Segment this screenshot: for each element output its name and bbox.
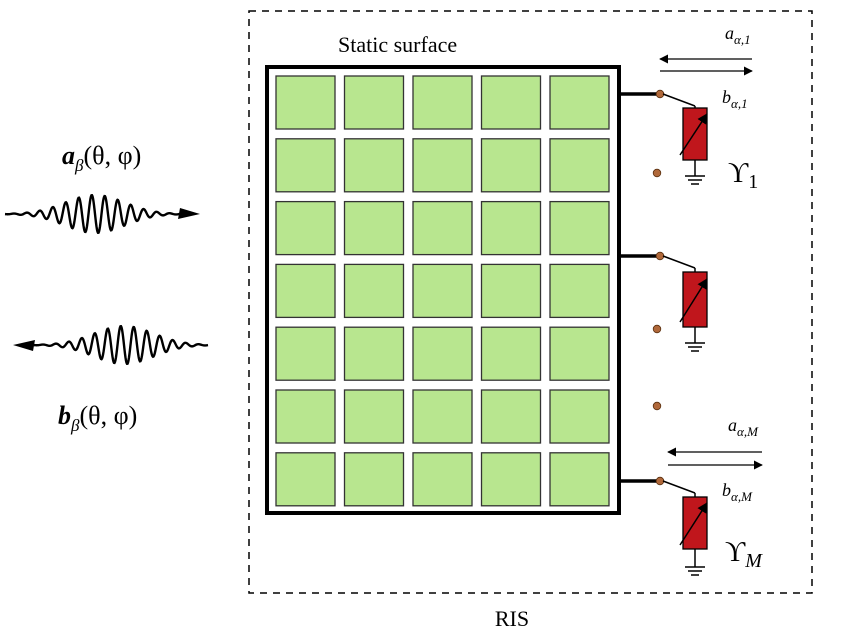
incident-wave-arrowhead-icon (178, 208, 200, 219)
surface-element (412, 263, 473, 319)
surface-element (480, 200, 542, 256)
surface-element (343, 326, 405, 381)
port-1-reflected-label: bα,1 (722, 87, 748, 111)
port-1-load-label: ϒ1 (728, 158, 758, 193)
surface-element (343, 138, 405, 193)
surface-element (412, 326, 473, 381)
surface-element (412, 452, 473, 507)
surface-element (549, 138, 610, 193)
port-middle-terminal-dot (655, 251, 665, 261)
surface-element (343, 452, 405, 507)
surface-element (549, 452, 610, 507)
port-middle-open-terminal-dot (652, 324, 662, 334)
surface-element (275, 263, 336, 319)
ris-caption: RIS (495, 606, 529, 631)
surface-element (549, 326, 610, 381)
port-M-terminal-dot (655, 476, 665, 486)
surface-element (412, 200, 473, 256)
surface-element-grid (275, 75, 610, 507)
surface-element (480, 452, 542, 507)
surface-element (343, 389, 405, 444)
port-M-load-label: ϒM (725, 537, 763, 572)
surface-element (480, 263, 542, 319)
surface-element (549, 263, 610, 319)
surface-element (275, 200, 336, 256)
static-surface-title: Static surface (338, 32, 457, 57)
ellipsis-dot (652, 401, 662, 411)
incident-wave-label: aβ(θ, φ) (62, 141, 141, 175)
surface-element (275, 389, 336, 444)
surface-element (480, 75, 542, 130)
surface-element (480, 138, 542, 193)
surface-element (480, 389, 542, 444)
surface-element (275, 452, 336, 507)
port-M-reflected-label: bα,M (722, 480, 753, 504)
incident-wave (4, 193, 200, 235)
surface-element (275, 138, 336, 193)
surface-element (275, 75, 336, 130)
reflected-wave-label: bβ(θ, φ) (58, 401, 137, 435)
reflected-wave (13, 324, 209, 366)
surface-element (412, 75, 473, 130)
surface-element (412, 389, 473, 444)
port-1-terminal-dot (655, 89, 665, 99)
port-1-variable-load-icon (682, 107, 708, 161)
surface-element (480, 326, 542, 381)
port-middle (620, 251, 708, 352)
port-1-incident-label: aα,1 (725, 23, 751, 47)
surface-element (343, 200, 405, 256)
port-M: aα,M bα,M ϒM (620, 415, 763, 576)
surface-element (549, 75, 610, 130)
reflected-wave-arrowhead-icon (13, 340, 35, 351)
port-1-open-terminal-dot (652, 168, 662, 178)
surface-element (412, 138, 473, 193)
port-1: aα,1 bα,1 ϒ1 (620, 23, 758, 193)
surface-element (275, 326, 336, 381)
surface-element (343, 263, 405, 319)
surface-element (549, 389, 610, 444)
surface-element (343, 75, 405, 130)
surface-element (549, 200, 610, 256)
port-M-incident-label: aα,M (728, 415, 759, 439)
